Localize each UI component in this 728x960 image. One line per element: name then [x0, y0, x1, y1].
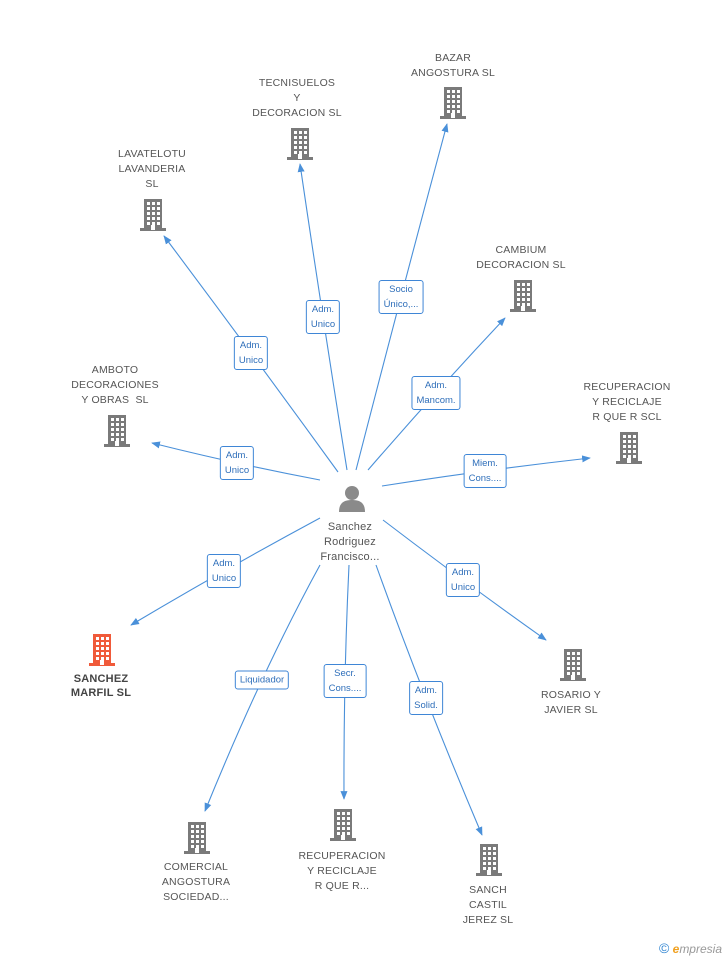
company-name: AMBOTO DECORACIONES Y OBRAS SL: [71, 364, 159, 406]
relation-label-amboto[interactable]: Adm. Unico: [219, 446, 255, 480]
company-node-cambium[interactable]: CAMBIUM DECORACION SL: [476, 243, 566, 273]
relation-label-comercial[interactable]: Liquidador: [234, 670, 290, 690]
building-icon[interactable]: [614, 431, 644, 470]
relation-label-recup1[interactable]: Miem. Cons....: [463, 454, 507, 488]
brand-watermark: © empresia: [659, 940, 722, 956]
company-name: COMERCIAL ANGOSTURA SOCIEDAD...: [161, 861, 231, 903]
company-node-comercial[interactable]: COMERCIAL ANGOSTURA SOCIEDAD...: [162, 860, 230, 905]
relation-label-sanchez[interactable]: Adm. Unico: [206, 554, 242, 588]
person-name: Sanchez Rodriguez Francisco...: [320, 521, 380, 563]
company-node-recup1[interactable]: RECUPERACION Y RECICLAJE R QUE R SCL: [584, 380, 671, 425]
brand-name: mpresia: [679, 942, 722, 956]
copyright-symbol: ©: [658, 940, 670, 956]
company-node-recup2[interactable]: RECUPERACION Y RECICLAJE R QUE R...: [299, 849, 386, 894]
relation-label-bazar[interactable]: Socio Único,...: [378, 280, 424, 314]
relation-label-cambium[interactable]: Adm. Mancom.: [411, 376, 461, 410]
company-node-bazar[interactable]: BAZAR ANGOSTURA SL: [411, 51, 495, 81]
company-name: LAVATELOTU LAVANDERIA SL: [118, 148, 186, 190]
company-node-tecnisuelos[interactable]: TECNISUELOS Y DECORACION SL: [252, 76, 342, 121]
company-name: BAZAR ANGOSTURA SL: [410, 52, 496, 79]
brand-initial: e: [672, 942, 680, 956]
company-name: ROSARIO Y JAVIER SL: [541, 689, 601, 716]
relation-label-tecnisuelos[interactable]: Adm. Unico: [305, 300, 341, 334]
center-person-node[interactable]: [337, 483, 367, 518]
building-icon[interactable]: [474, 843, 504, 882]
company-name: TECNISUELOS Y DECORACION SL: [252, 77, 342, 119]
center-person-label[interactable]: Sanchez Rodriguez Francisco...: [320, 520, 379, 565]
building-icon[interactable]: [138, 198, 168, 237]
building-icon[interactable]: [328, 808, 358, 847]
building-icon[interactable]: [558, 648, 588, 687]
company-node-sanchez[interactable]: SANCHEZ MARFIL SL: [71, 672, 131, 700]
building-icon[interactable]: [102, 414, 132, 453]
building-icon[interactable]: [285, 127, 315, 166]
person-icon: [337, 483, 367, 518]
company-name: SANCHEZ MARFIL SL: [70, 673, 132, 699]
company-node-sanch[interactable]: SANCH CASTIL JEREZ SL: [463, 883, 514, 928]
relation-label-sanch[interactable]: Adm. Solid.: [409, 681, 443, 715]
company-node-amboto[interactable]: AMBOTO DECORACIONES Y OBRAS SL: [71, 363, 159, 408]
relation-label-recup2[interactable]: Secr. Cons....: [323, 664, 367, 698]
company-node-lavatelotu[interactable]: LAVATELOTU LAVANDERIA SL: [118, 147, 186, 192]
building-icon[interactable]: [438, 86, 468, 125]
company-name: RECUPERACION Y RECICLAJE R QUE R...: [298, 850, 386, 892]
company-node-rosario[interactable]: ROSARIO Y JAVIER SL: [541, 688, 601, 718]
relation-label-lavatelotu[interactable]: Adm. Unico: [233, 336, 269, 370]
company-name: SANCH CASTIL JEREZ SL: [462, 884, 514, 926]
company-name: CAMBIUM DECORACION SL: [476, 244, 566, 271]
company-name: RECUPERACION Y RECICLAJE R QUE R SCL: [583, 381, 671, 423]
building-icon[interactable]: [508, 279, 538, 318]
building-icon[interactable]: [182, 821, 212, 860]
relation-label-rosario[interactable]: Adm. Unico: [445, 563, 481, 597]
building-icon[interactable]: [87, 633, 117, 672]
